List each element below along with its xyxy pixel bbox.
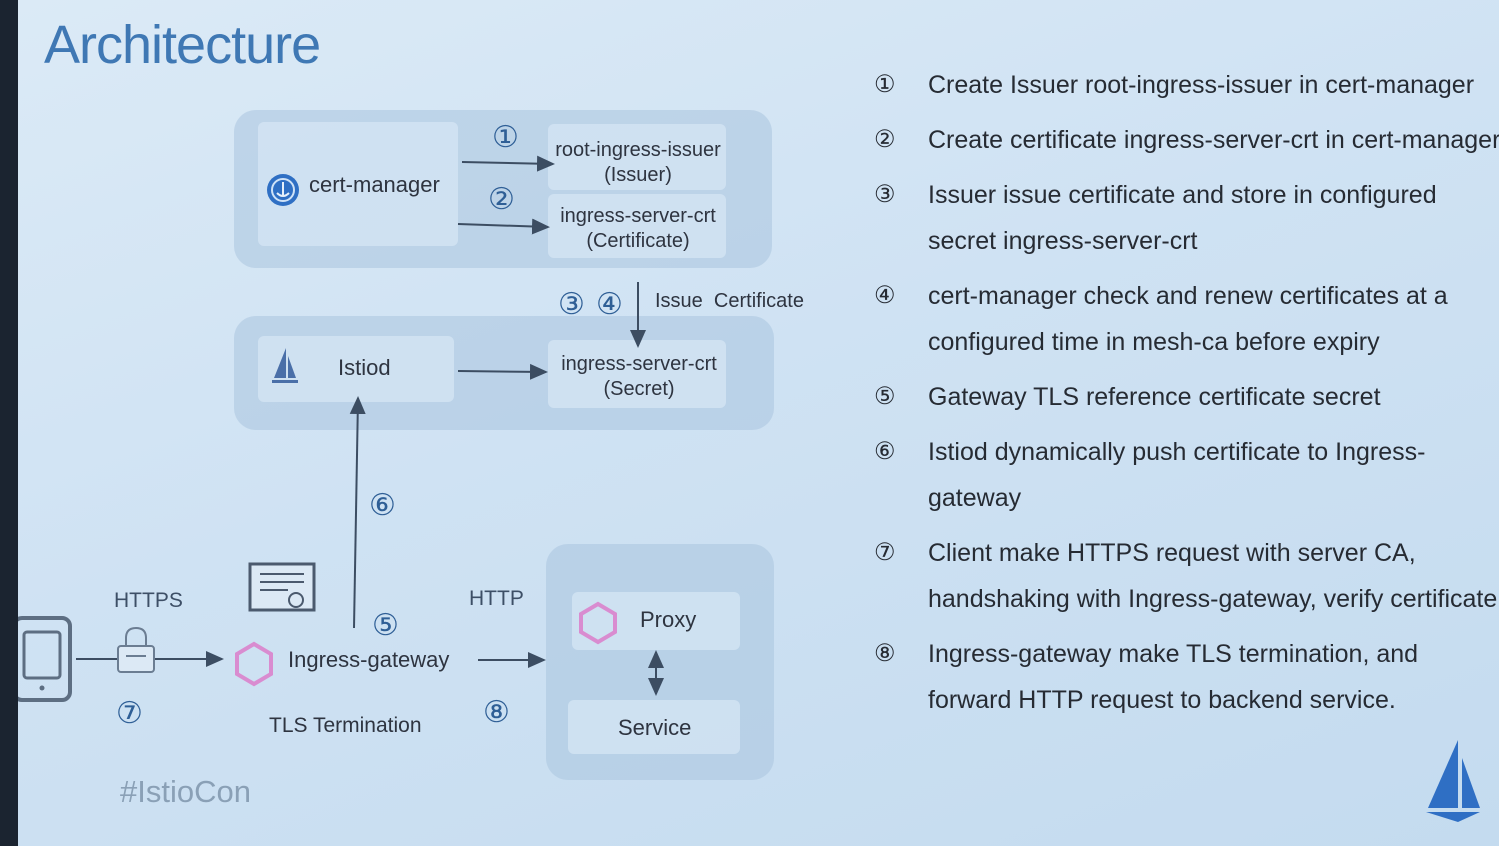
certificate-kind: (Certificate) (586, 230, 690, 252)
https-label: HTTPS (114, 589, 183, 612)
step-number: ⑦ (874, 539, 896, 566)
ingress-gateway-label: Ingress-gateway (288, 647, 450, 672)
ingress-gateway-hexagon-icon (235, 641, 273, 687)
cert-manager-label: cert-manager (309, 172, 440, 197)
step-item: ⑥ Istiod dynamically push certificate to … (874, 429, 1499, 521)
step-number: ② (874, 126, 896, 153)
diagram-step-4: ④ (596, 288, 623, 321)
istio-logo-icon (1426, 740, 1480, 822)
diagram-step-6: ⑥ (369, 489, 396, 522)
step-number: ④ (874, 282, 896, 309)
step-item: ⑤ Gateway TLS reference certificate secre… (874, 374, 1499, 420)
issuer-kind: (Issuer) (604, 164, 672, 186)
diagram-step-7: ⑦ (116, 697, 143, 730)
step-item: ④ cert-manager check and renew certificat… (874, 273, 1499, 365)
step-number: ⑧ (874, 640, 896, 667)
step-number: ⑤ (874, 383, 896, 410)
issuer-label: root-ingress-issuer (Issuer) (543, 138, 733, 188)
issuer-box (548, 124, 726, 190)
proxy-label: Proxy (640, 607, 697, 632)
step-text: Issuer issue certificate and store in co… (928, 181, 1437, 255)
service-label: Service (618, 715, 692, 740)
step-text: Istiod dynamically push certificate to I… (928, 438, 1426, 512)
certificate-label: ingress-server-crt (Certificate) (543, 204, 733, 254)
service-box (568, 700, 740, 754)
phone-icon (18, 616, 72, 702)
steps-legend: ① Create Issuer root-ingress-issuer in ce… (874, 62, 1499, 732)
step-text: Create Issuer root-ingress-issuer in cer… (928, 71, 1475, 99)
http-label: HTTP (469, 587, 524, 610)
tls-termination-label: TLS Termination (269, 714, 422, 737)
secret-box (548, 340, 726, 408)
arrow-step1 (461, 155, 555, 172)
arrow-step2 (457, 218, 550, 235)
diagram-step-8: ⑧ (483, 696, 510, 729)
certificate-name: ingress-server-crt (560, 205, 716, 227)
secret-label: ingress-server-crt (Secret) (543, 352, 735, 402)
diagram-step-2: ② (488, 183, 515, 216)
step-text: Ingress-gateway make TLS termination, an… (928, 640, 1419, 714)
diagram-graphics (18, 155, 1480, 822)
step-item: ⑧ Ingress-gateway make TLS termination, a… (874, 631, 1499, 723)
arrow-step6 (349, 396, 366, 629)
diagram-step-5: ⑤ (372, 609, 399, 642)
hashtag: #IstioCon (120, 774, 251, 809)
secret-kind: (Secret) (603, 378, 675, 400)
arrow-istiod-secret (457, 363, 548, 380)
step-text: Create certificate ingress-server-crt in… (928, 126, 1499, 154)
diagram-step-3: ③ (558, 288, 585, 321)
step-item: ⑦ Client make HTTPS request with server C… (874, 530, 1499, 622)
step-item: ③ Issuer issue certificate and store in c… (874, 172, 1499, 264)
issuer-name: root-ingress-issuer (555, 139, 721, 161)
step-item: ② Create certificate ingress-server-crt i… (874, 117, 1499, 163)
proxy-hexagon-icon (579, 601, 617, 645)
step-number: ⑥ (874, 438, 896, 465)
step-text: Gateway TLS reference certificate secret (928, 383, 1381, 411)
page-title: Architecture (44, 15, 321, 75)
diagram-step-1: ① (492, 121, 519, 154)
certificate-box (548, 194, 726, 258)
istiod-label: Istiod (338, 355, 391, 380)
slide: Architecture (18, 0, 1499, 846)
step-text: Client make HTTPS request with server CA… (928, 539, 1498, 613)
step-number: ① (874, 71, 896, 98)
step-item: ① Create Issuer root-ingress-issuer in ce… (874, 62, 1499, 108)
step-text: cert-manager check and renew certificate… (928, 282, 1448, 356)
cert-manager-icon (267, 174, 299, 206)
step-number: ③ (874, 181, 896, 208)
issue-certificate-label: Issue Certificate (655, 290, 804, 312)
secret-name: ingress-server-crt (561, 353, 717, 375)
certificate-icon (248, 562, 316, 612)
istio-sail-icon (272, 348, 298, 383)
lock-icon (117, 626, 155, 673)
